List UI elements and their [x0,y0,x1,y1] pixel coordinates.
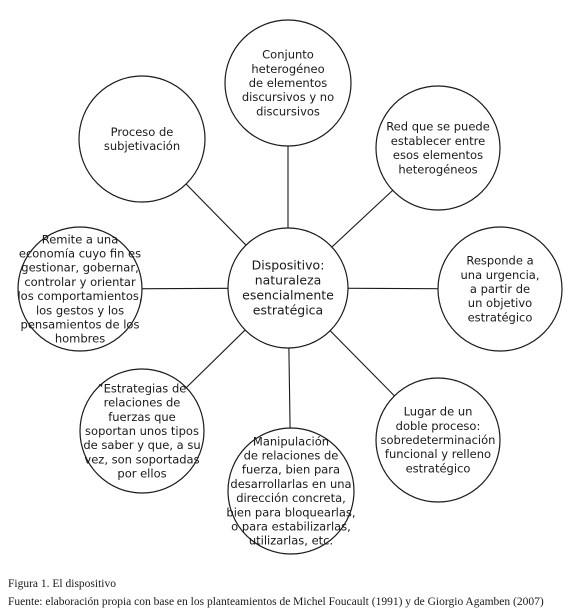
node-text-line: bien para bloquearlas, [226,505,355,519]
node-text-line: gestionar, gobernar, [21,261,138,275]
node-text-line: soportan unos tipos [85,424,199,438]
node-text-line: Conjunto [262,48,314,62]
node-text-line: Proceso de [111,125,174,139]
node-text-line: discursivos y no [242,90,334,104]
node-text-line: naturaleza [255,273,322,288]
node-text-line: un objetivo [468,296,532,310]
node-text-line: los comportamientos, [17,289,142,303]
node-text-line: pensamientos de los [21,318,140,332]
node-text-line: esos elementos [393,148,483,162]
node-text-line: por ellos [117,467,166,481]
node-text-line: controlar y orientar [24,275,136,289]
node-text-line: Manipulación [253,434,329,448]
node-text-line: dirección concreta, [236,491,346,505]
node-text-line: de relaciones de [244,449,339,463]
node-text-line: doble proceso: [396,419,481,433]
node-text-line: estratégico [406,461,471,475]
node-circle [437,226,563,352]
node-text-line: Dispositivo: [252,258,325,273]
node-text-line: una urgencia, [461,268,540,282]
node-text-line: Remite a una [42,232,119,246]
node-text-line: estratégico [468,310,533,324]
node-text-line: los gestos y los [36,303,124,317]
node-text-line: economía cuyo fin es [19,247,141,261]
node-text-line: estratégica [253,303,323,318]
node-text-line: subjetivación [104,139,180,153]
node-circle [224,19,352,147]
figure-title: Figura 1. El dispositivo [8,578,116,590]
node-text-line: desarrollarlas en una [230,477,351,491]
node-text-line: fuerzas que [108,410,176,424]
node-circle [79,368,205,494]
node-text-line: de saber y que, a su [83,438,200,452]
node-text-line: Responde a [466,254,533,268]
node-text-line: Lugar de un [404,405,473,419]
node-text-line: fuerza, bien para [242,463,340,477]
node-text-line: de elementos [249,76,327,90]
node-circle [17,226,143,352]
node-text-line: hombres [55,332,105,346]
node-circle [227,227,349,349]
node-text-line: establecer entre [391,134,485,148]
node-text-line: Red que se puede [386,120,490,134]
node-text-line: heterogéneos [398,162,477,176]
node-circle [78,75,206,203]
node-text-line: discursivos [256,104,320,118]
node-circle [375,377,501,503]
node-text-line: funcional y relleno [385,447,491,461]
node-text-line: utilizarlas, etc. [249,534,333,548]
node-text-line: a partir de [470,282,530,296]
figure-source: Fuente: elaboración propia con base en l… [8,596,544,608]
node-text-line: vez, son soportadas [84,452,199,466]
node-circle [375,85,501,211]
node-circle [227,427,355,555]
node-text-line: esencialmente [242,288,334,303]
node-text-line: “Estrategias de [98,381,187,395]
node-text-line: relaciones de [104,396,181,410]
node-text-line: heterogéneo [251,62,324,76]
node-text-line: sobredeterminación [381,433,496,447]
node-center: Dispositivo:naturalezaesencialmenteestra… [227,227,349,349]
node-text-line: o para estabilizarlas, [231,520,351,534]
